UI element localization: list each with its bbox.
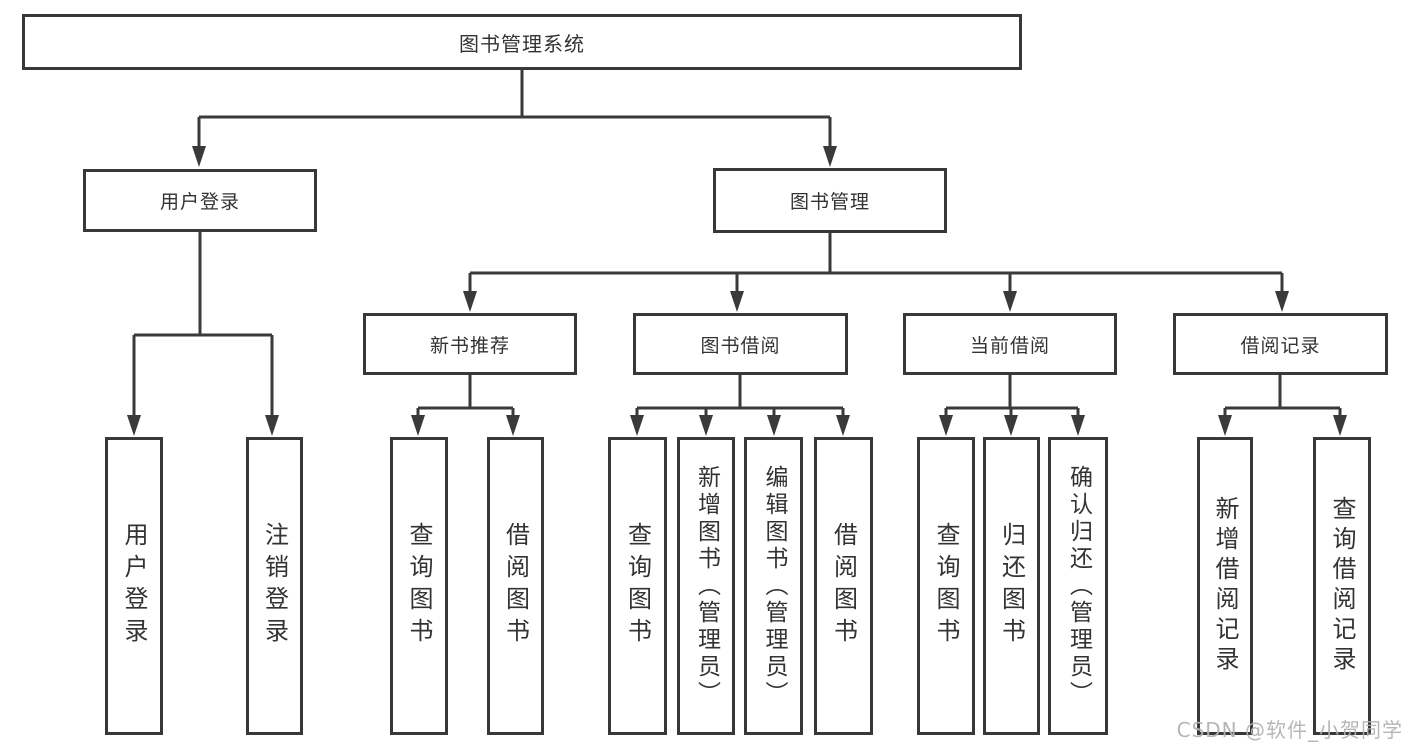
node-user-login: 用户登录	[83, 169, 317, 232]
leaf-add-book-admin-label: 新增图书（管理员）	[693, 464, 720, 708]
leaf-borrow-book-1-label: 借阅图书	[501, 522, 530, 650]
leaf-logout-label: 注销登录	[260, 522, 289, 650]
leaf-query-book-2: 查询图书	[608, 437, 667, 735]
leaf-logout: 注销登录	[246, 437, 303, 735]
leaf-add-borrow-record: 新增借阅记录	[1197, 437, 1253, 735]
node-user-login-label: 用户登录	[159, 191, 240, 213]
node-new-book-recommend-label: 新书推荐	[429, 334, 510, 357]
node-current-borrow: 当前借阅	[903, 313, 1117, 375]
node-new-book-recommend: 新书推荐	[363, 313, 577, 375]
leaf-return-book-label: 归还图书	[997, 522, 1026, 650]
leaf-borrow-book-1: 借阅图书	[487, 437, 544, 735]
leaf-user-login: 用户登录	[105, 437, 163, 735]
leaf-query-book-1-label: 查询图书	[405, 522, 433, 650]
leaf-return-book: 归还图书	[983, 437, 1040, 735]
node-book-management-label: 图书管理	[789, 191, 870, 213]
node-book-borrow: 图书借阅	[633, 313, 848, 375]
leaf-query-borrow-record-label: 查询借阅记录	[1328, 496, 1356, 676]
node-book-borrow-label: 图书借阅	[700, 334, 781, 357]
leaf-query-borrow-record: 查询借阅记录	[1313, 437, 1371, 735]
csdn-watermark: CSDN @软件_小贺同学	[1176, 718, 1403, 742]
leaf-query-book-3-label: 查询图书	[932, 522, 960, 650]
leaf-borrow-book-2-label: 借阅图书	[829, 522, 858, 650]
node-root-label: 图书管理系统	[459, 31, 585, 56]
leaf-query-book-2-label: 查询图书	[623, 522, 652, 650]
node-book-management: 图书管理	[713, 168, 947, 233]
leaf-query-book-3: 查询图书	[917, 437, 975, 735]
leaf-add-borrow-record-label: 新增借阅记录	[1211, 496, 1239, 676]
leaf-confirm-return-admin-label: 确认归还（管理员）	[1065, 464, 1092, 708]
leaf-add-book-admin: 新增图书（管理员）	[677, 437, 735, 735]
leaf-query-book-1: 查询图书	[390, 437, 448, 735]
leaf-edit-book-admin: 编辑图书（管理员）	[744, 437, 803, 735]
leaf-edit-book-admin-label: 编辑图书（管理员）	[761, 464, 787, 708]
leaf-confirm-return-admin: 确认归还（管理员）	[1048, 437, 1108, 735]
node-borrow-records: 借阅记录	[1173, 313, 1388, 375]
node-current-borrow-label: 当前借阅	[969, 334, 1050, 357]
leaf-user-login-label: 用户登录	[120, 522, 148, 650]
leaf-borrow-book-2: 借阅图书	[814, 437, 873, 735]
node-borrow-records-label: 借阅记录	[1240, 334, 1321, 357]
node-root-system: 图书管理系统	[22, 14, 1022, 70]
